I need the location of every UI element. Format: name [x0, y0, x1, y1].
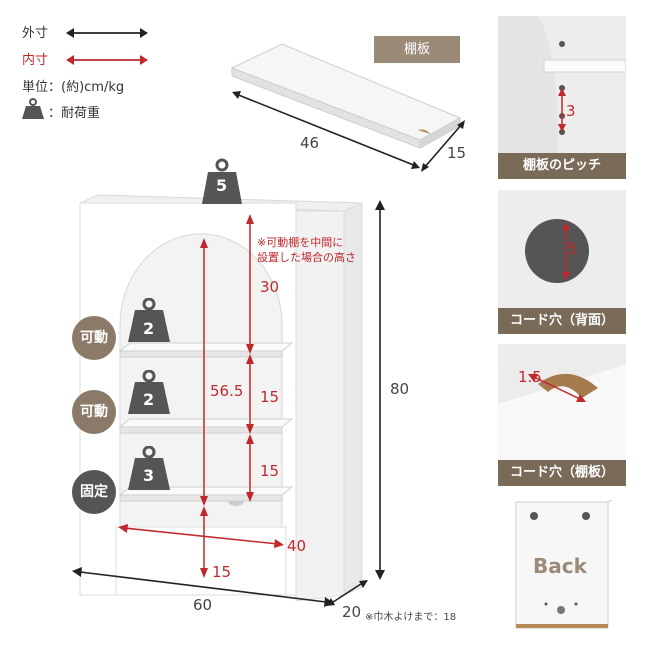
shelf-type-badge-3: 固定 — [72, 470, 116, 514]
outer-depth-line — [326, 580, 368, 606]
inner-width-value: 40 — [287, 537, 307, 555]
shelf-gap-2-value: 15 — [260, 462, 280, 480]
note-line-2: 設置した場合の高さ — [257, 251, 356, 264]
legend-inner-arrow-icon — [66, 55, 148, 65]
note-line-1: ※可動棚を中間に — [257, 236, 344, 249]
baseboard-note: ※巾木よけまで：18 — [365, 612, 457, 623]
inner-top-height-value: 30 — [260, 278, 280, 296]
cord-shelf-drawing — [498, 344, 626, 460]
cord-shelf-value: 1.5 — [518, 368, 542, 386]
top-load-value: 5 — [216, 176, 228, 195]
cord-back-panel: 5 — [498, 190, 626, 308]
pitch-drawing — [498, 16, 626, 153]
cord-back-hole-icon — [525, 219, 589, 283]
shelf-board-width-value: 46 — [300, 134, 320, 152]
shelf-2-weight-icon — [128, 370, 170, 414]
cord-shelf-caption: コード穴（棚板） — [498, 460, 626, 486]
shelf-1-weight-icon — [128, 298, 170, 342]
legend: 外寸 内寸 単位：(約)cm/kg ：耐荷重 — [22, 18, 182, 128]
shelf-3-weight-icon — [128, 446, 170, 490]
shelf-board-tag: 棚板 — [374, 36, 460, 63]
shelf-gap-1-value: 15 — [260, 388, 280, 406]
legend-outer-label: 外寸 — [22, 26, 49, 41]
back-drawing — [515, 500, 613, 629]
top-load-weight-icon — [202, 158, 242, 204]
legend-inner-label: 内寸 — [22, 53, 49, 68]
shelf-board-depth-value: 15 — [447, 144, 467, 162]
inner-dimension-lines — [200, 214, 254, 578]
legend-unit-label: 単位：(約)cm/kg — [22, 80, 125, 95]
inner-width-line — [118, 524, 284, 548]
cord-back-caption: コード穴（背面） — [498, 308, 626, 334]
pitch-value: 3 — [566, 102, 576, 120]
shelf-2-load-value: 2 — [143, 390, 155, 409]
pitch-caption: 棚板のピッチ — [498, 153, 626, 179]
legend-load-label: ：耐荷重 — [48, 106, 101, 121]
back-panel: Back — [498, 500, 626, 630]
cord-back-value: 5 — [568, 240, 578, 258]
outer-height-value: 80 — [390, 380, 410, 398]
shelf-3-load-value: 3 — [143, 466, 155, 485]
shelf-type-badge-1: 可動 — [72, 316, 116, 360]
outer-width-value: 60 — [193, 596, 213, 614]
pitch-panel: 3 — [498, 16, 626, 153]
legend-outer-arrow-icon — [66, 28, 148, 38]
bottom-gap-value: 15 — [212, 563, 232, 581]
shelf-board-drawing — [230, 43, 465, 172]
cord-shelf-panel: 1.5 — [498, 344, 626, 460]
back-label: Back — [533, 554, 587, 578]
shelf-type-badge-2: 可動 — [72, 390, 116, 434]
outer-height-line — [375, 200, 385, 580]
outer-depth-value: 20 — [342, 603, 362, 621]
legend-weight-icon — [22, 98, 44, 119]
shelf-1-load-value: 2 — [143, 319, 155, 338]
inner-total-height-value: 56.5 — [210, 382, 244, 400]
